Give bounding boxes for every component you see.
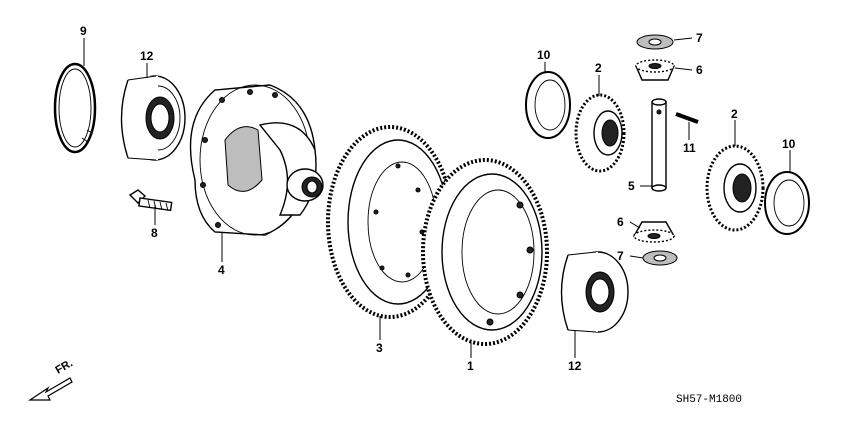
callout-8: 8 xyxy=(151,226,158,240)
pinion-shaft-part-5 xyxy=(651,98,667,192)
side-gear-part-2-left xyxy=(574,93,626,173)
front-direction-arrow xyxy=(28,377,73,401)
thrust-washer-part-10-right xyxy=(764,171,810,235)
differential-carrier-part-4 xyxy=(189,84,324,236)
snap-ring-part-9 xyxy=(53,62,97,154)
pinion-washer-part-7-bottom xyxy=(642,250,678,266)
callout-2-left: 2 xyxy=(595,61,602,75)
callout-10-right: 10 xyxy=(782,137,796,151)
side-gear-part-2-right xyxy=(705,144,765,232)
lock-pin-part-11 xyxy=(675,112,699,124)
callout-11: 11 xyxy=(683,141,696,155)
pinion-gear-part-6-top xyxy=(634,59,676,81)
diagram-code: SH57-M1800 xyxy=(676,394,742,406)
callout-6-top: 6 xyxy=(696,63,703,77)
callout-12-left: 12 xyxy=(140,49,154,63)
front-direction-label: FR. xyxy=(54,357,75,376)
thrust-washer-part-10-left xyxy=(525,71,571,139)
callout-10-left: 10 xyxy=(537,48,551,62)
callout-6-bottom: 6 xyxy=(617,215,624,229)
pinion-washer-part-7-top xyxy=(636,34,674,50)
callout-7-top: 7 xyxy=(696,31,703,45)
callout-1: 1 xyxy=(467,359,474,373)
callout-12-right: 12 xyxy=(568,359,582,373)
bearing-part-12-left xyxy=(120,75,186,161)
callout-7-bottom: 7 xyxy=(617,249,624,263)
pinion-gear-part-6-bottom xyxy=(632,221,676,243)
callout-5: 5 xyxy=(628,179,635,193)
callout-9: 9 xyxy=(80,24,87,38)
bearing-part-12-right xyxy=(560,251,629,333)
callout-3: 3 xyxy=(376,341,383,355)
leader-lines xyxy=(83,37,791,358)
callout-2-right: 2 xyxy=(731,107,738,121)
final-gear-part-1 xyxy=(421,158,549,346)
bolt-part-8 xyxy=(128,189,173,212)
callout-4: 4 xyxy=(218,263,225,277)
